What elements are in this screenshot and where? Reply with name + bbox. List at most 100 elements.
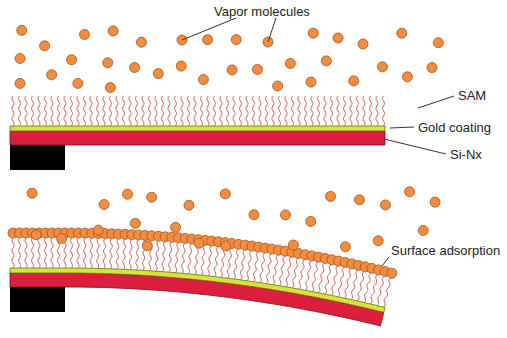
sam-chain bbox=[317, 96, 319, 126]
sam-chain bbox=[293, 258, 298, 288]
vapor-molecule bbox=[427, 63, 437, 73]
sam-chain bbox=[246, 96, 248, 126]
sam-chain bbox=[364, 273, 371, 302]
sam-chain bbox=[38, 238, 40, 268]
vapor-molecule bbox=[171, 222, 181, 232]
part-label: Vapor molecules bbox=[214, 4, 310, 19]
sam-chain bbox=[77, 96, 79, 126]
sam-chain bbox=[227, 248, 231, 278]
vapor-molecule bbox=[67, 55, 77, 65]
sam-chain bbox=[96, 96, 98, 126]
vapor-molecule bbox=[31, 230, 41, 240]
sam-chain bbox=[286, 257, 291, 287]
sam-chain bbox=[187, 96, 189, 126]
si-nx-layer bbox=[10, 131, 385, 145]
sam-chain bbox=[70, 96, 72, 126]
sam-chain bbox=[44, 238, 46, 268]
adsorbed-molecule bbox=[387, 268, 397, 278]
vapor-molecule bbox=[123, 189, 133, 199]
sam-chain bbox=[174, 96, 176, 126]
vapor-molecule bbox=[349, 76, 359, 86]
vapor-molecule bbox=[308, 28, 318, 38]
vapor-molecule bbox=[194, 238, 204, 248]
sam-chain bbox=[252, 96, 254, 126]
vapor-molecule bbox=[142, 241, 152, 251]
vapor-molecule bbox=[373, 236, 383, 246]
vapor-molecule bbox=[340, 242, 350, 252]
sam-chain bbox=[12, 96, 14, 126]
sam-chain bbox=[162, 242, 165, 272]
vapor-molecule bbox=[73, 78, 83, 88]
vapor-molecule bbox=[103, 58, 113, 68]
vapor-molecule bbox=[321, 56, 331, 66]
sam-chain bbox=[109, 96, 111, 126]
vapor-molecule bbox=[405, 187, 415, 197]
vapor-molecule bbox=[402, 72, 412, 82]
sam-chain bbox=[51, 96, 53, 126]
vapor-molecule bbox=[430, 197, 440, 207]
vapor-molecule bbox=[418, 225, 428, 235]
sam-chain bbox=[116, 239, 119, 269]
vapor-molecule bbox=[176, 61, 186, 71]
sam-chain bbox=[168, 96, 170, 126]
sam-chain bbox=[272, 96, 274, 126]
sam-chain bbox=[345, 269, 351, 298]
sam-chain bbox=[371, 275, 378, 304]
vapor-molecule bbox=[231, 35, 241, 45]
sam-chain bbox=[116, 96, 118, 126]
sam-chain bbox=[273, 255, 278, 285]
part-label: SAM bbox=[458, 88, 486, 103]
base-block bbox=[10, 145, 65, 170]
sam-chain bbox=[247, 251, 251, 281]
sam-chain bbox=[155, 241, 158, 271]
vapor-molecule bbox=[288, 240, 298, 250]
sam-chain bbox=[103, 96, 105, 126]
vapor-molecule bbox=[285, 58, 295, 68]
gold-layer bbox=[10, 126, 385, 131]
sam-chain bbox=[129, 96, 131, 126]
sam-chain bbox=[325, 265, 331, 294]
sam-chain bbox=[351, 270, 357, 299]
sam-chain bbox=[155, 96, 157, 126]
sam-chain bbox=[182, 243, 185, 273]
vapor-molecule bbox=[80, 30, 90, 40]
sam-chain bbox=[70, 238, 72, 268]
vapor-molecule bbox=[358, 39, 368, 49]
sam-chain bbox=[304, 96, 306, 126]
sam-chain bbox=[356, 96, 358, 126]
sam-chain bbox=[18, 96, 20, 126]
vapor-molecule bbox=[184, 200, 194, 210]
sam-chain bbox=[254, 252, 258, 282]
sam-chain bbox=[332, 266, 338, 295]
sam-chain bbox=[208, 246, 212, 276]
vapor-molecule bbox=[136, 37, 146, 47]
sam-chain bbox=[38, 96, 40, 126]
sam-chain bbox=[207, 96, 209, 126]
sam-chain bbox=[233, 96, 235, 126]
sam-chain bbox=[324, 96, 326, 126]
sam-chain bbox=[200, 96, 202, 126]
sam-chain bbox=[239, 96, 241, 126]
leader-line bbox=[384, 139, 446, 154]
sam-chain bbox=[135, 96, 137, 126]
sam-chain bbox=[299, 260, 304, 290]
sam-chain bbox=[51, 238, 53, 268]
sam-chain bbox=[280, 256, 285, 286]
sam-chain bbox=[330, 96, 332, 126]
vapor-molecule bbox=[198, 75, 208, 85]
sam-chain bbox=[181, 96, 183, 126]
sam-chain bbox=[90, 96, 92, 126]
vapor-molecule bbox=[306, 77, 316, 87]
vapor-molecule bbox=[99, 199, 109, 209]
vapor-molecule bbox=[130, 62, 140, 72]
vapor-molecule bbox=[105, 83, 115, 93]
leader-line bbox=[182, 18, 236, 40]
sam-chain bbox=[369, 96, 371, 126]
leader-line bbox=[390, 127, 414, 128]
sam-chain bbox=[57, 96, 59, 126]
sam-chain bbox=[12, 238, 14, 268]
sam-chain bbox=[103, 239, 106, 269]
sam-chain bbox=[265, 96, 267, 126]
leader-line bbox=[382, 257, 389, 266]
